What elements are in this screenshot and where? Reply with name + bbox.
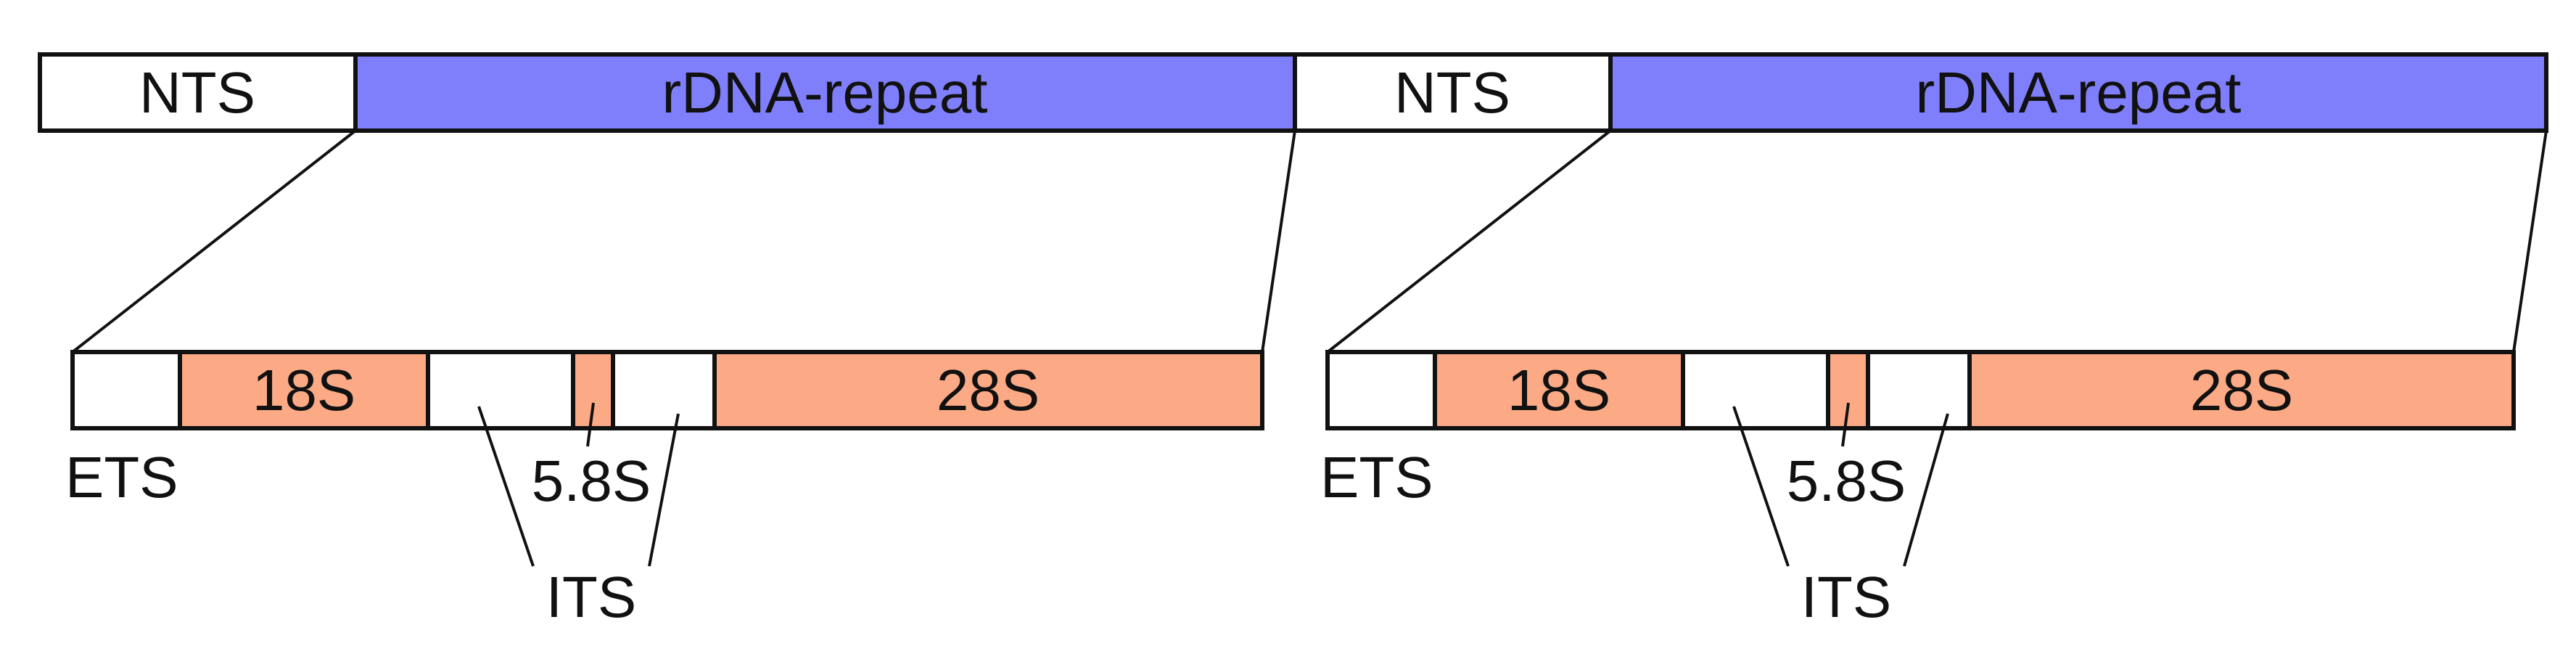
- rdna-repeat-segment: [353, 52, 1297, 133]
- nts-segment: [38, 52, 358, 133]
- its-label: ITS: [1801, 565, 1891, 629]
- its-pointer-right: [1903, 413, 1949, 567]
- nts-label: NTS: [1394, 60, 1510, 125]
- its2-segment: [611, 350, 717, 430]
- expansion-line-left: [1326, 129, 1612, 353]
- gene-28s-label: 28S: [937, 358, 1040, 422]
- its1-segment: [1681, 350, 1830, 430]
- gene-5-8s-label: 5.8S: [532, 449, 651, 513]
- gene-28s-segment: [1967, 350, 2516, 430]
- rdna-repeat-label: rDNA-repeat: [1915, 60, 2241, 125]
- rdna-repeat-label: rDNA-repeat: [662, 60, 987, 125]
- gene-18s-segment: [1433, 350, 1685, 430]
- detail-bar-1: 18S 28S: [70, 350, 1264, 430]
- ets-label: ETS: [1320, 445, 1433, 510]
- detail-bar-2: 18S 28S: [1325, 350, 2516, 430]
- gene-5-8s-label: 5.8S: [1787, 449, 1906, 513]
- gene-18s-segment: [178, 350, 430, 430]
- rdna-unit-1: NTS rDNA-repeat 18S 28S ETS 5.8S ITS: [38, 52, 1297, 629]
- its-pointer-left: [1732, 406, 1790, 567]
- rdna-repeat-segment: [1608, 52, 2548, 133]
- its-label: ITS: [546, 565, 636, 629]
- expansion-line-right: [2512, 130, 2548, 353]
- its2-segment: [1866, 350, 1972, 430]
- gene-5-8s-pointer: [1841, 402, 1850, 447]
- gene-18s-label: 18S: [252, 358, 355, 422]
- ets-segment: [70, 350, 182, 430]
- gene-5-8s-segment: [571, 350, 615, 430]
- top-bar-2: NTS rDNA-repeat: [1293, 52, 2548, 133]
- rdna-unit-2: NTS rDNA-repeat 18S 28S ETS 5.8S ITS: [1293, 52, 2548, 629]
- gene-28s-label: 28S: [2190, 358, 2293, 422]
- ets-segment: [1325, 350, 1437, 430]
- its-pointer-left: [477, 406, 535, 567]
- gene-5-8s-pointer: [586, 402, 595, 447]
- gene-5-8s-segment: [1826, 350, 1870, 430]
- gene-28s-segment: [712, 350, 1264, 430]
- its1-segment: [426, 350, 575, 430]
- expansion-line-left: [71, 129, 357, 353]
- gene-18s-label: 18S: [1507, 358, 1610, 422]
- ets-label: ETS: [65, 445, 178, 510]
- expansion-line-right: [1261, 130, 1296, 353]
- nts-label: NTS: [139, 60, 255, 125]
- top-bar-1: NTS rDNA-repeat: [38, 52, 1297, 133]
- its-pointer-right: [648, 413, 680, 567]
